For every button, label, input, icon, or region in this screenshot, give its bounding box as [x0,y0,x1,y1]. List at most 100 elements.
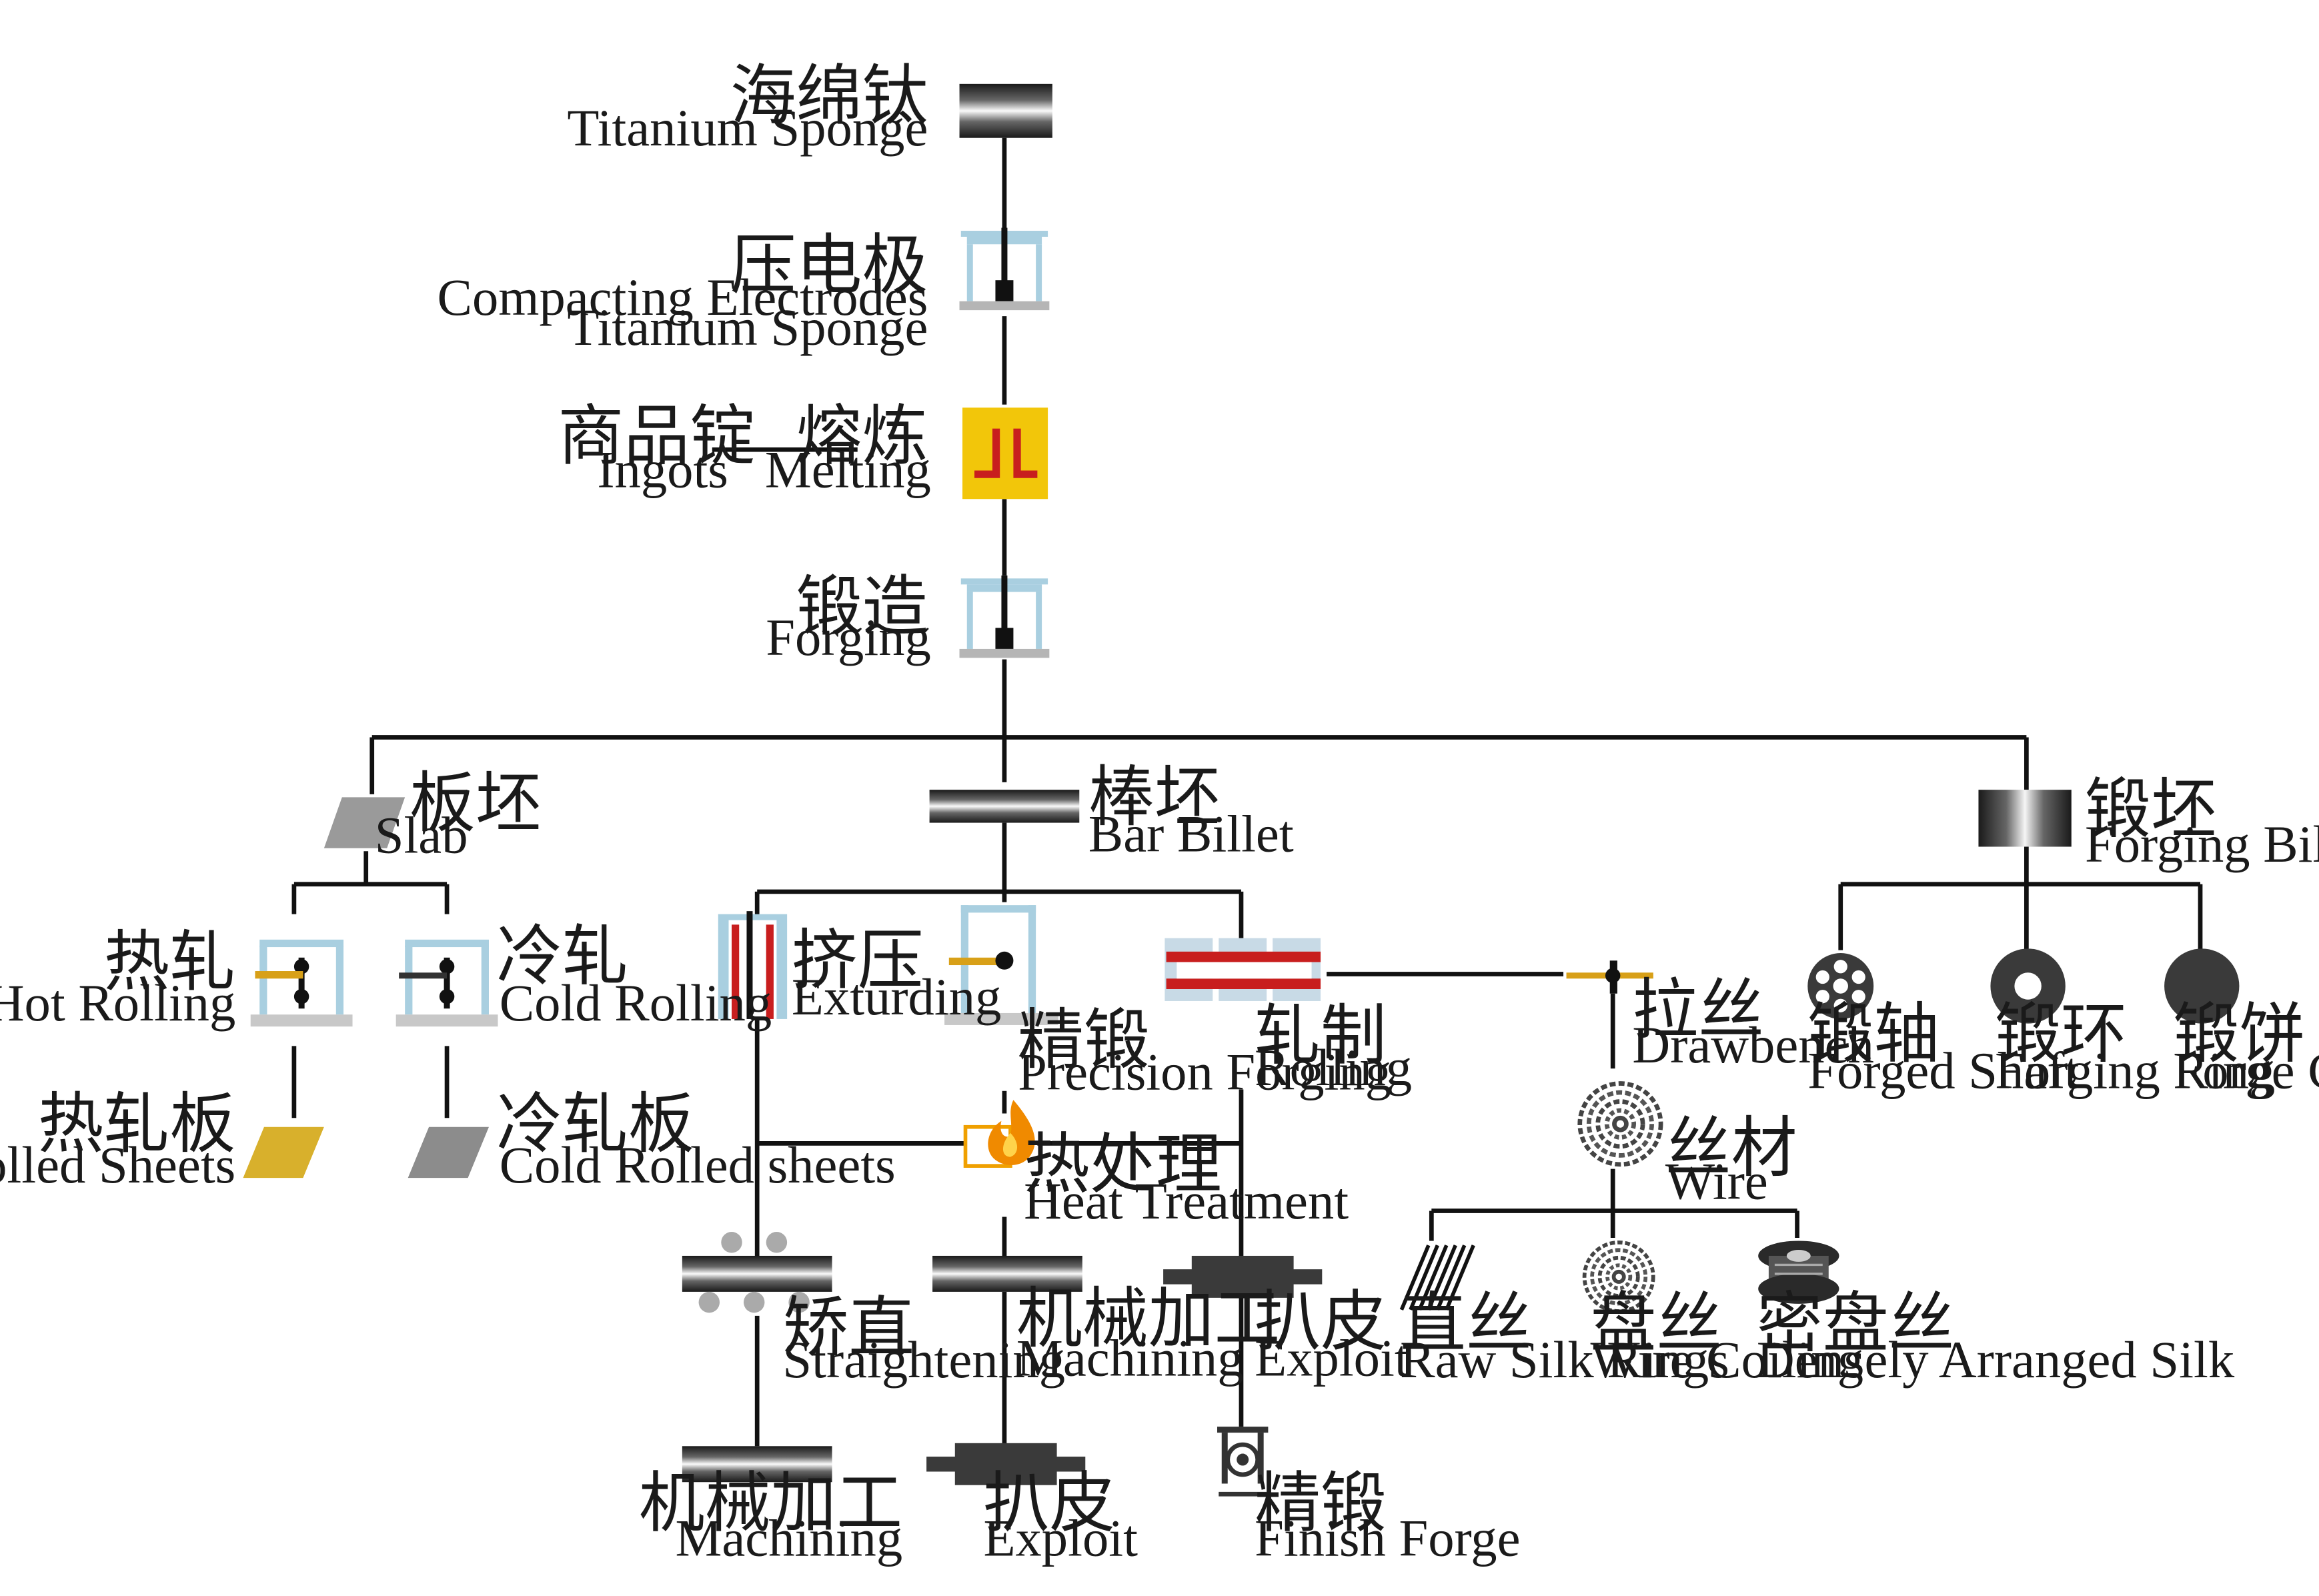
svg-text:锻造: 锻造 [796,569,928,646]
peeled-bar-icon [926,1443,1086,1485]
svg-text:Raw Silk Rings: Raw Silk Rings [1400,1331,1729,1389]
svg-text:Forge Cake: Forge Cake [2174,1042,2319,1100]
svg-text:Titanium Sponge: Titanium Sponge [567,99,928,157]
billet-icon [1978,790,2072,847]
bar-icon [682,1446,832,1483]
sheet-icon [243,1126,324,1178]
node-ingots: 商品锭 Ingots [558,398,756,500]
press-icon [944,905,1058,1025]
svg-text:锻坯: 锻坯 [2085,771,2217,848]
node-exploit: 扒皮 Exploit [1255,1284,1409,1388]
svg-text:熔炼: 熔炼 [796,398,928,475]
svg-text:冷轧板: 冷轧板 [496,1086,694,1162]
straightener-icon [682,1231,832,1313]
svg-text:Wire Coiling: Wire Coiling [1590,1331,1863,1389]
furnace-icon [962,408,1048,500]
svg-text:矫直: 矫直 [782,1290,914,1367]
svg-text:Precision Forging: Precision Forging [1018,1044,1391,1102]
svg-text:拉丝: 拉丝 [1632,972,1764,1048]
svg-text:热轧板: 热轧板 [38,1086,236,1162]
node-forging: 锻造 Forging [766,569,931,667]
node-precision-forging: 精锻 Precision Forging [1018,1002,1391,1101]
svg-text:扒皮: 扒皮 [983,1465,1115,1541]
node-rolling: 轧制 Rolling [1255,997,1412,1096]
svg-text:Machining: Machining [675,1509,902,1567]
node-heat-treatment: 热处理 Heat Treatment [1024,1126,1349,1231]
svg-text:Wire: Wire [1665,1153,1768,1211]
node-bar-billet: 棒坯 Bar Billet [1088,759,1294,863]
svg-text:Titanium Sponge: Titanium Sponge [567,299,928,357]
svg-text:热轧: 热轧 [104,924,236,1000]
bar-icon [932,1255,1082,1292]
svg-text:Rolling: Rolling [1255,1039,1412,1097]
svg-text:Ingots: Ingots [597,441,728,499]
svg-text:锻环: 锻环 [1995,996,2127,1072]
svg-text:Straightening: Straightening [782,1331,1065,1389]
node-forging-bills: 锻坯 Forging Bills [2085,771,2319,874]
svg-text:精锻: 精锻 [1255,1465,1387,1541]
node-cold-rolled-sheets: 冷轧板 Cold Rolled sheets [496,1086,896,1194]
node-straightening: 矫直 Straightening [782,1290,1065,1389]
die-icon [1566,960,1653,994]
svg-text:商品锭: 商品锭 [558,398,756,475]
ring-icon [1990,948,2066,1024]
node-finish-forge: 精锻 Finish Forge [1255,1465,1520,1567]
rolling-mill-icon [396,939,498,1027]
svg-text:锻轴: 锻轴 [1807,996,1940,1072]
svg-text:Forged Shaft: Forged Shaft [1807,1042,2079,1100]
svg-text:棒坯: 棒坯 [1088,759,1221,836]
node-raw-silk-rings: 直丝 Raw Silk Rings [1400,1285,1729,1389]
node-forging-ring: 锻环 Forging Ring [1995,996,2275,1100]
svg-text:Hot Rolled Sheets: Hot Rolled Sheets [0,1136,235,1194]
svg-text:Forging Bills: Forging Bills [2085,816,2319,874]
press-icon [959,575,1050,658]
slab-icon [323,797,406,848]
svg-text:扒皮: 扒皮 [1255,1284,1387,1361]
node-extruding: 挤压 Exturding [792,922,1001,1026]
coil-icon [1580,1084,1661,1164]
svg-text:丝材: 丝材 [1665,1110,1797,1186]
svg-text:Cold Rolled sheets: Cold Rolled sheets [500,1136,896,1194]
svg-text:挤压: 挤压 [792,922,924,999]
svg-text:板坯: 板坯 [410,765,542,842]
svg-text:Forging Ring: Forging Ring [1995,1042,2275,1100]
rolling-mill-icon [250,939,353,1027]
svg-text:Heat Treatment: Heat Treatment [1024,1172,1349,1231]
flame-icon [963,1100,1035,1168]
node-hot-rolled-sheets: 热轧板 Hot Rolled Sheets [0,1086,235,1194]
node-slab: 板坯 Slab [375,765,542,864]
titanium-bar-icon [959,83,1052,138]
node-densely-arranged-silk: 密盘丝 Densely Arranged Silk [1757,1285,2235,1389]
node-compacting-electrodes: 压电极 Compacting Electrodes Titanium Spong… [438,227,928,356]
svg-text:机械加工: 机械加工 [639,1465,902,1541]
straight-wire-icon [1399,1245,1475,1311]
peeled-bar-icon [1163,1255,1323,1298]
svg-text:盘丝: 盘丝 [1590,1285,1722,1362]
disc-icon [2164,948,2240,1024]
svg-text:Forging: Forging [766,609,931,667]
svg-text:冷轧: 冷轧 [496,918,628,994]
press-icon [959,227,1050,311]
shaft-section-icon [1807,953,1874,1019]
node-titanium-sponge: 海绵钛 Titanium Sponge [567,58,928,157]
svg-text:机械加工: 机械加工 [1016,1281,1280,1357]
svg-text:Compacting Electrodes: Compacting Electrodes [438,269,928,327]
svg-text:Machining: Machining [1016,1330,1244,1388]
spool-icon [1758,1241,1839,1304]
svg-text:锻饼: 锻饼 [2174,996,2306,1072]
svg-text:压电极: 压电极 [730,227,928,303]
node-exploit-bottom: 扒皮 Exploit [983,1465,1138,1567]
hammer-icon [1217,1427,1269,1497]
svg-text:密盘丝: 密盘丝 [1757,1285,1955,1362]
svg-text:海绵钛: 海绵钛 [730,58,928,135]
svg-text:Cold Rolling: Cold Rolling [500,974,772,1032]
svg-text:Exploit: Exploit [983,1509,1138,1567]
sheet-icon [408,1126,489,1178]
svg-text:Finish Forge: Finish Forge [1255,1509,1520,1567]
svg-text:Hot Rolling: Hot Rolling [0,974,235,1032]
node-machining: 机械加工 Machining [1016,1281,1280,1388]
node-drawbench: 拉丝 Drawbench [1632,972,1873,1074]
svg-text:Slab: Slab [375,807,468,865]
node-wire-coiling: 盘丝 Wire Coiling [1590,1285,1863,1389]
